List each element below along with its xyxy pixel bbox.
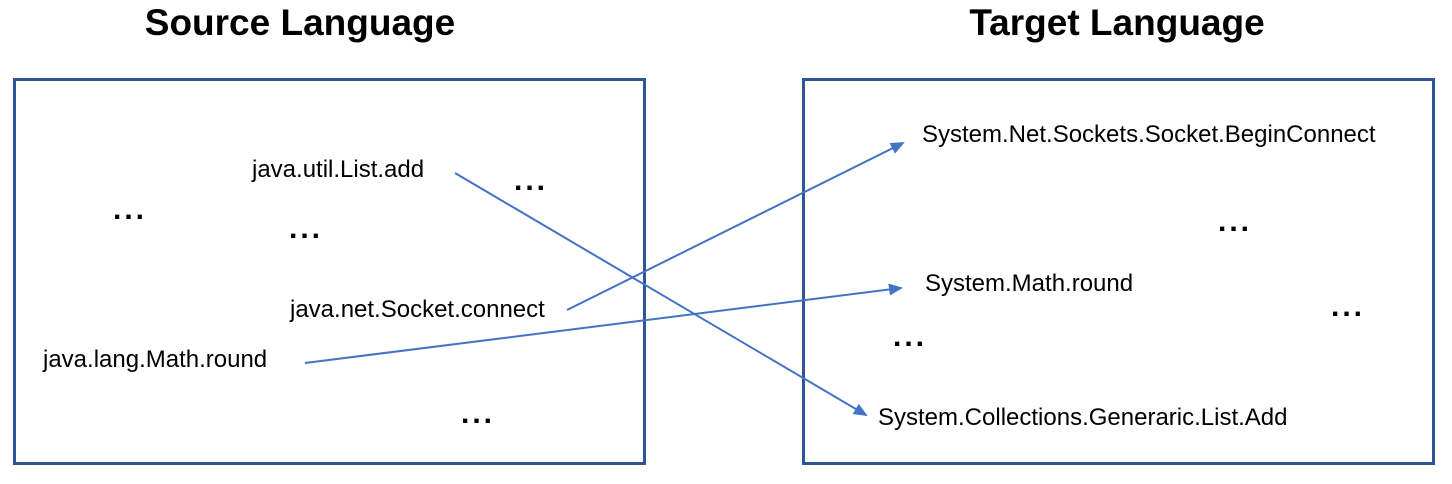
target-language-title: Target Language: [969, 2, 1265, 43]
source-api-java-util-list-add: java.util.List.add: [252, 156, 425, 183]
source-api-java-net-socket-connect: java.net.Socket.connect: [290, 296, 545, 323]
target-ellipsis-1: ...: [1217, 205, 1253, 238]
target-ellipsis-2: ...: [1330, 290, 1366, 323]
target-api-system-math-round: System.Math.round: [925, 270, 1134, 297]
target-language-box: [802, 78, 1435, 465]
source-api-java-lang-math-round: java.lang.Math.round: [43, 346, 268, 373]
target-api-system-net-sockets-socket-beginconnect: System.Net.Sockets.Socket.BeginConnect: [922, 121, 1376, 148]
source-ellipsis-3: ...: [288, 212, 324, 245]
source-ellipsis-2: ...: [112, 193, 148, 226]
source-language-box: [13, 78, 646, 465]
source-ellipsis-4: ...: [460, 397, 496, 430]
source-ellipsis-1: ...: [513, 164, 549, 197]
target-api-system-collections-generaric-list-add: System.Collections.Generaric.List.Add: [878, 404, 1288, 431]
source-language-title: Source Language: [144, 2, 456, 43]
target-ellipsis-3: ...: [892, 320, 928, 353]
